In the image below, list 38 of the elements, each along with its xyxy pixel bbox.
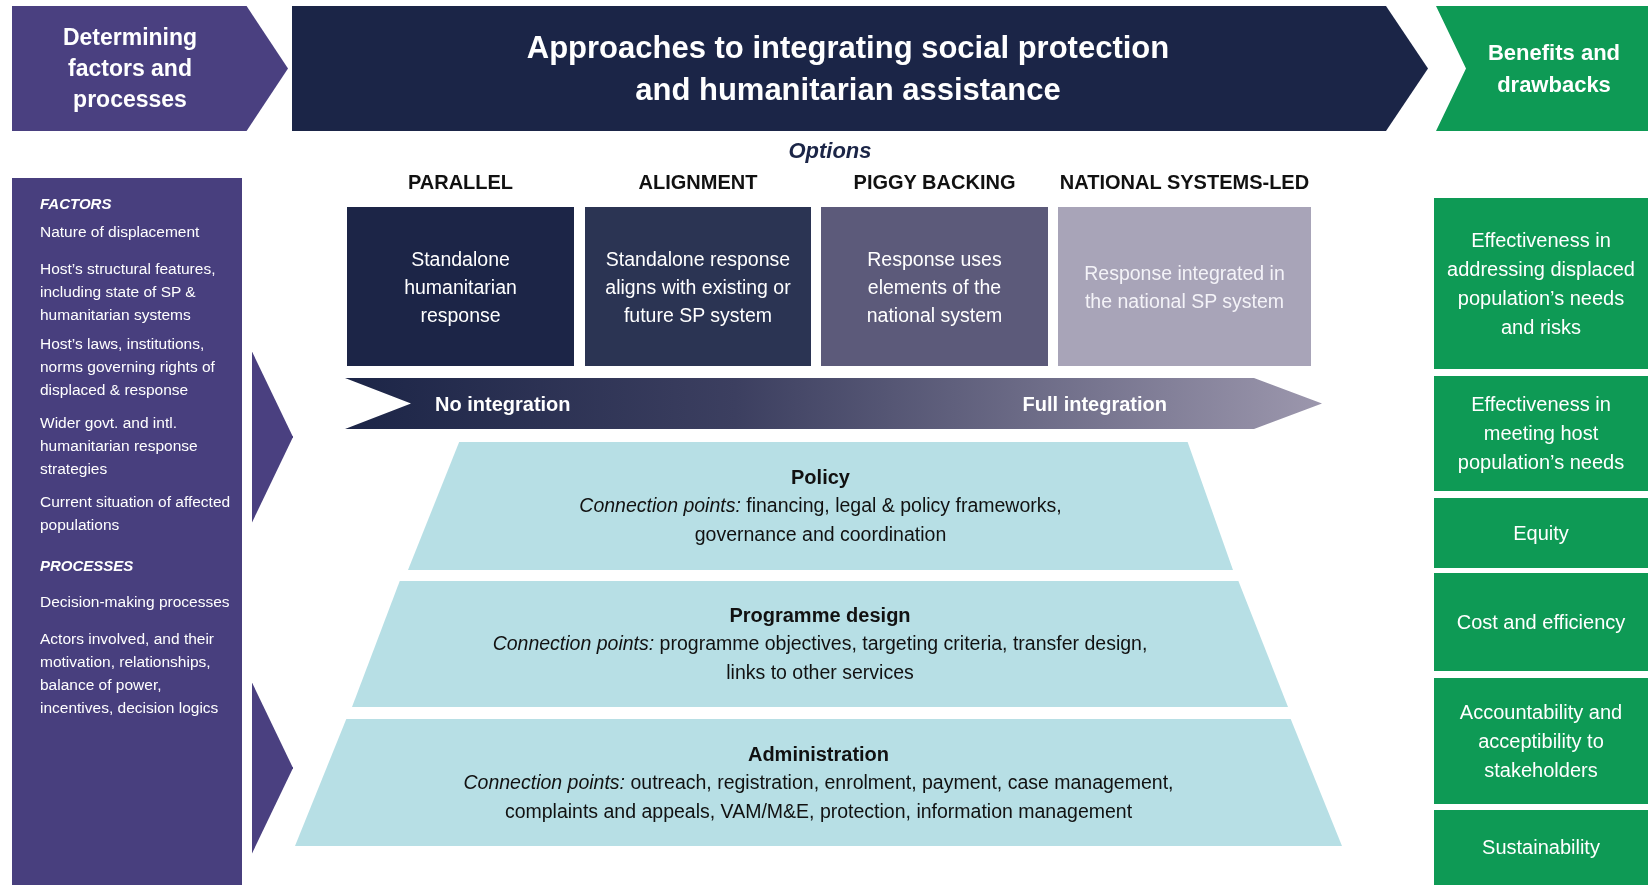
option-heading: PIGGY BACKING bbox=[852, 170, 1017, 195]
option-description: Response uses elements of the national system bbox=[865, 246, 1004, 328]
chevron-header: Benefits and drawbacks bbox=[1436, 6, 1648, 131]
layer-description: Connection points: programme objectives, targeting criteria, transfer design, links to other services bbox=[491, 631, 1149, 685]
option-heading: PARALLEL bbox=[406, 170, 515, 195]
list-item: Host’s structural features, including state of SP & humanitarian systems bbox=[40, 259, 217, 325]
layer-heading: Policy bbox=[791, 465, 850, 490]
side-panel bbox=[12, 178, 242, 885]
scale-label: No integration bbox=[435, 391, 571, 417]
option-heading: ALIGNMENT bbox=[637, 170, 759, 195]
layer-heading: Administration bbox=[747, 741, 890, 767]
benefit-box: Cost and efficiency bbox=[1434, 573, 1648, 671]
list-item: Actors involved, and their motivation, relationships, balance of power, incentives, decision logics bbox=[40, 629, 220, 718]
option-description: Standalone response aligns with existing or future SP system bbox=[605, 246, 791, 328]
benefit-box: Effectiveness in meeting host population’s needs bbox=[1434, 376, 1648, 491]
section-label: Options bbox=[787, 137, 873, 165]
option-description: Response integrated in the national SP system bbox=[1083, 260, 1286, 314]
list-item: Current situation of affected populations bbox=[40, 492, 232, 535]
list-item: Decision-making processes bbox=[40, 592, 231, 612]
benefit-box: Effectiveness in addressing displaced population’s needs and risks bbox=[1434, 198, 1648, 369]
list-item: Wider govt. and intl. humanitarian response strategies bbox=[40, 413, 199, 479]
chevron-arrow bbox=[252, 682, 294, 854]
option-heading: NATIONAL SYSTEMS-LED bbox=[1058, 170, 1311, 195]
list-item: Nature of displacement bbox=[40, 222, 201, 242]
chevron-header: Determining factors and processes bbox=[12, 6, 288, 131]
section-heading: PROCESSES bbox=[40, 556, 135, 576]
section-heading: FACTORS bbox=[40, 194, 113, 214]
layer-description: Connection points: financing, legal & policy frameworks, governance and coordination bbox=[578, 493, 1063, 547]
list-item: Host’s laws, institutions, norms governing rights of displaced & response bbox=[40, 334, 216, 400]
benefit-box: Accountability and acceptibility to stakeholders bbox=[1434, 678, 1648, 804]
scale-label: Full integration bbox=[1022, 391, 1167, 417]
benefit-box: Equity bbox=[1434, 498, 1648, 568]
benefit-box: Sustainability bbox=[1434, 810, 1648, 885]
chevron-arrow bbox=[252, 351, 294, 523]
layer-heading: Programme design bbox=[729, 603, 911, 628]
option-description: Standalone humanitarian response bbox=[403, 246, 518, 328]
chevron-header: Approaches to integrating social protection and humanitarian assistance bbox=[292, 6, 1428, 131]
layer-description: Connection points: outreach, registration, enrolment, payment, case management, complaints and appeals, VAM/M&E, protection, information management bbox=[462, 769, 1175, 824]
